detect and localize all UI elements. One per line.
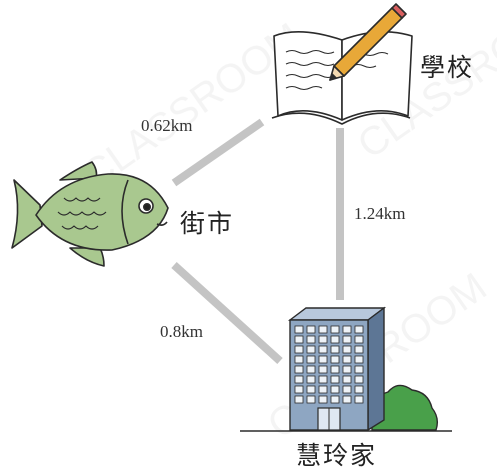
building-window (354, 375, 364, 384)
building-window (294, 335, 304, 344)
building-window (330, 355, 340, 364)
building-window (354, 395, 364, 404)
building-windows (294, 325, 364, 404)
building-window (306, 355, 316, 364)
building-window (306, 345, 316, 354)
building-window (330, 345, 340, 354)
building-window (318, 395, 328, 404)
building-window (306, 375, 316, 384)
building-window (294, 395, 304, 404)
building-window (354, 345, 364, 354)
building-window (294, 385, 304, 394)
place-label-market: 街市 (180, 209, 235, 238)
building-window (306, 395, 316, 404)
fish-icon (11, 161, 169, 267)
building-window (330, 385, 340, 394)
place-label-school: 學校 (420, 53, 475, 82)
routes (171, 118, 344, 364)
building-window (330, 325, 340, 334)
distance-label-school-home: 1.24km (354, 204, 406, 223)
building-window (318, 375, 328, 384)
building-window (354, 325, 364, 334)
distance-label-market-school: 0.62km (141, 116, 193, 135)
building-window (330, 395, 340, 404)
building-window (342, 375, 352, 384)
building-window (330, 365, 340, 374)
building-window (318, 325, 328, 334)
building-window (294, 365, 304, 374)
building-window (294, 375, 304, 384)
place-label-home: 慧玲家 (296, 441, 378, 470)
route-market-home (171, 262, 283, 364)
distance-label-market-home: 0.8km (160, 322, 203, 341)
building-window (318, 355, 328, 364)
building-window (306, 335, 316, 344)
building-window (342, 355, 352, 364)
building-window (342, 365, 352, 374)
building-window (318, 335, 328, 344)
building-window (294, 355, 304, 364)
building-window (294, 325, 304, 334)
building-window (342, 325, 352, 334)
building-window (306, 325, 316, 334)
building-window (342, 385, 352, 394)
building-window (342, 335, 352, 344)
building-window (354, 355, 364, 364)
building-window (318, 345, 328, 354)
building-window (330, 375, 340, 384)
building-window (306, 385, 316, 394)
building-window (306, 365, 316, 374)
route-market-school (171, 118, 265, 187)
building-window (318, 365, 328, 374)
building-window (318, 385, 328, 394)
building-window (294, 345, 304, 354)
building-window (354, 335, 364, 344)
building-window (342, 395, 352, 404)
building-window (330, 335, 340, 344)
apartment-building-icon (240, 306, 452, 432)
notebook-pencil-icon (271, 3, 413, 125)
building-window (354, 365, 364, 374)
building-window (354, 385, 364, 394)
building-window (342, 345, 352, 354)
